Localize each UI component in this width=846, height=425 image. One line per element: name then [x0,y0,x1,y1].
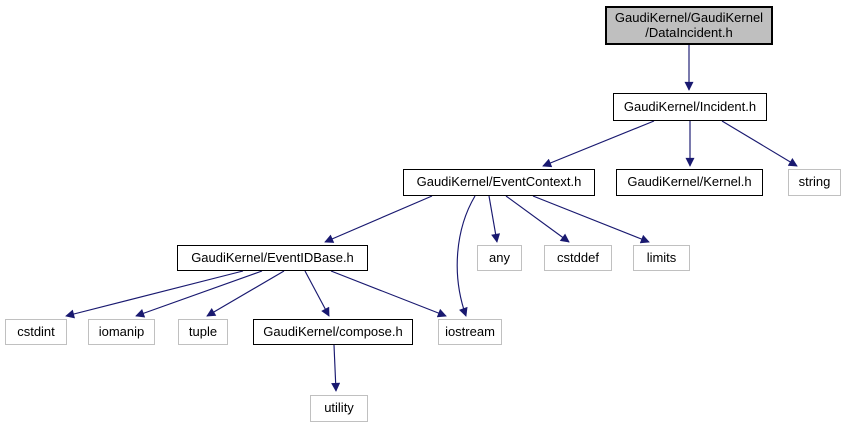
edge-event_context-to-any [488,195,501,243]
node-any: any [477,245,522,271]
node-string: string [788,169,841,196]
node-limits: limits [633,245,690,271]
node-cstdint: cstdint [5,319,67,345]
node-gaudikernel-eventidbase-h[interactable]: GaudiKernel/EventIDBase.h [177,245,368,271]
node-gaudikernel-eventcontext-h[interactable]: GaudiKernel/EventContext.h [403,169,595,196]
node-iomanip: iomanip [88,319,155,345]
node-tuple: tuple [178,319,228,345]
edge-incident-to-event_context [542,120,655,168]
node-utility: utility [310,395,368,422]
node-gaudikernel-kernel-h[interactable]: GaudiKernel/Kernel.h [616,169,763,196]
node-cstddef: cstddef [544,245,612,271]
node-gaudikernel-compose-h[interactable]: GaudiKernel/compose.h [253,319,413,345]
edge-compose-to-utility [331,344,341,392]
node-iostream: iostream [438,319,502,345]
edge-event_context-to-event_id_base [324,195,433,243]
edge-event_id_base-to-iostream [330,270,447,318]
edge-event_id_base-to-cstdint [65,270,244,319]
edge-event_context-to-cstddef [505,195,570,243]
edge-event_context-to-iostream [456,195,476,317]
node-gaudikernel-incident-h[interactable]: GaudiKernel/Incident.h [613,93,767,121]
edge-event_id_base-to-tuple [206,270,285,317]
node-gaudikernel-dataincident-h: GaudiKernel/GaudiKernel /DataIncident.h [605,6,773,45]
edge-event_id_base-to-iomanip [135,270,263,318]
edge-event_id_base-to-compose [304,270,330,317]
edge-incident-to-string [721,120,798,167]
edge-event_context-to-limits [532,195,650,244]
